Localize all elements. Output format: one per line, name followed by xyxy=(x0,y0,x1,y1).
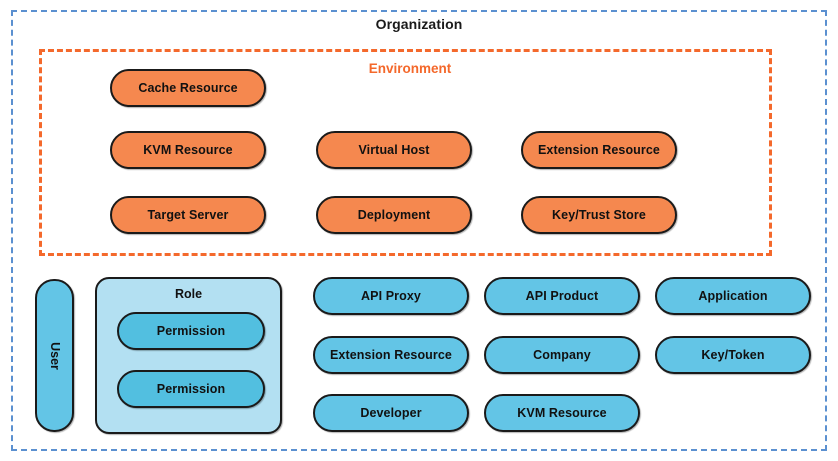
organization-title: Organization xyxy=(375,16,463,32)
env-entity-key-trust-store[interactable]: Key/Trust Store xyxy=(521,196,677,234)
environment-title: Environment xyxy=(368,61,452,76)
org-entity-extension-resource[interactable]: Extension Resource xyxy=(313,336,469,374)
org-entity-kvm-resource[interactable]: KVM Resource xyxy=(484,394,640,432)
environment-boundary xyxy=(39,49,772,256)
role-permission-2[interactable]: Permission xyxy=(117,370,265,408)
org-entity-role[interactable]: Role Permission Permission xyxy=(95,277,282,434)
env-entity-cache-resource[interactable]: Cache Resource xyxy=(110,69,266,107)
user-label: User xyxy=(47,341,62,370)
env-entity-extension-resource[interactable]: Extension Resource xyxy=(521,131,677,169)
organization-boundary xyxy=(11,10,827,451)
org-entity-application[interactable]: Application xyxy=(655,277,811,315)
org-entity-company[interactable]: Company xyxy=(484,336,640,374)
env-entity-virtual-host[interactable]: Virtual Host xyxy=(316,131,472,169)
env-entity-deployment[interactable]: Deployment xyxy=(316,196,472,234)
role-label: Role xyxy=(174,287,203,301)
org-entity-developer[interactable]: Developer xyxy=(313,394,469,432)
env-entity-kvm-resource[interactable]: KVM Resource xyxy=(110,131,266,169)
env-entity-target-server[interactable]: Target Server xyxy=(110,196,266,234)
org-entity-api-proxy[interactable]: API Proxy xyxy=(313,277,469,315)
org-entity-user[interactable]: User xyxy=(35,279,74,432)
org-entity-key-token[interactable]: Key/Token xyxy=(655,336,811,374)
role-permission-1[interactable]: Permission xyxy=(117,312,265,350)
org-entity-api-product[interactable]: API Product xyxy=(484,277,640,315)
